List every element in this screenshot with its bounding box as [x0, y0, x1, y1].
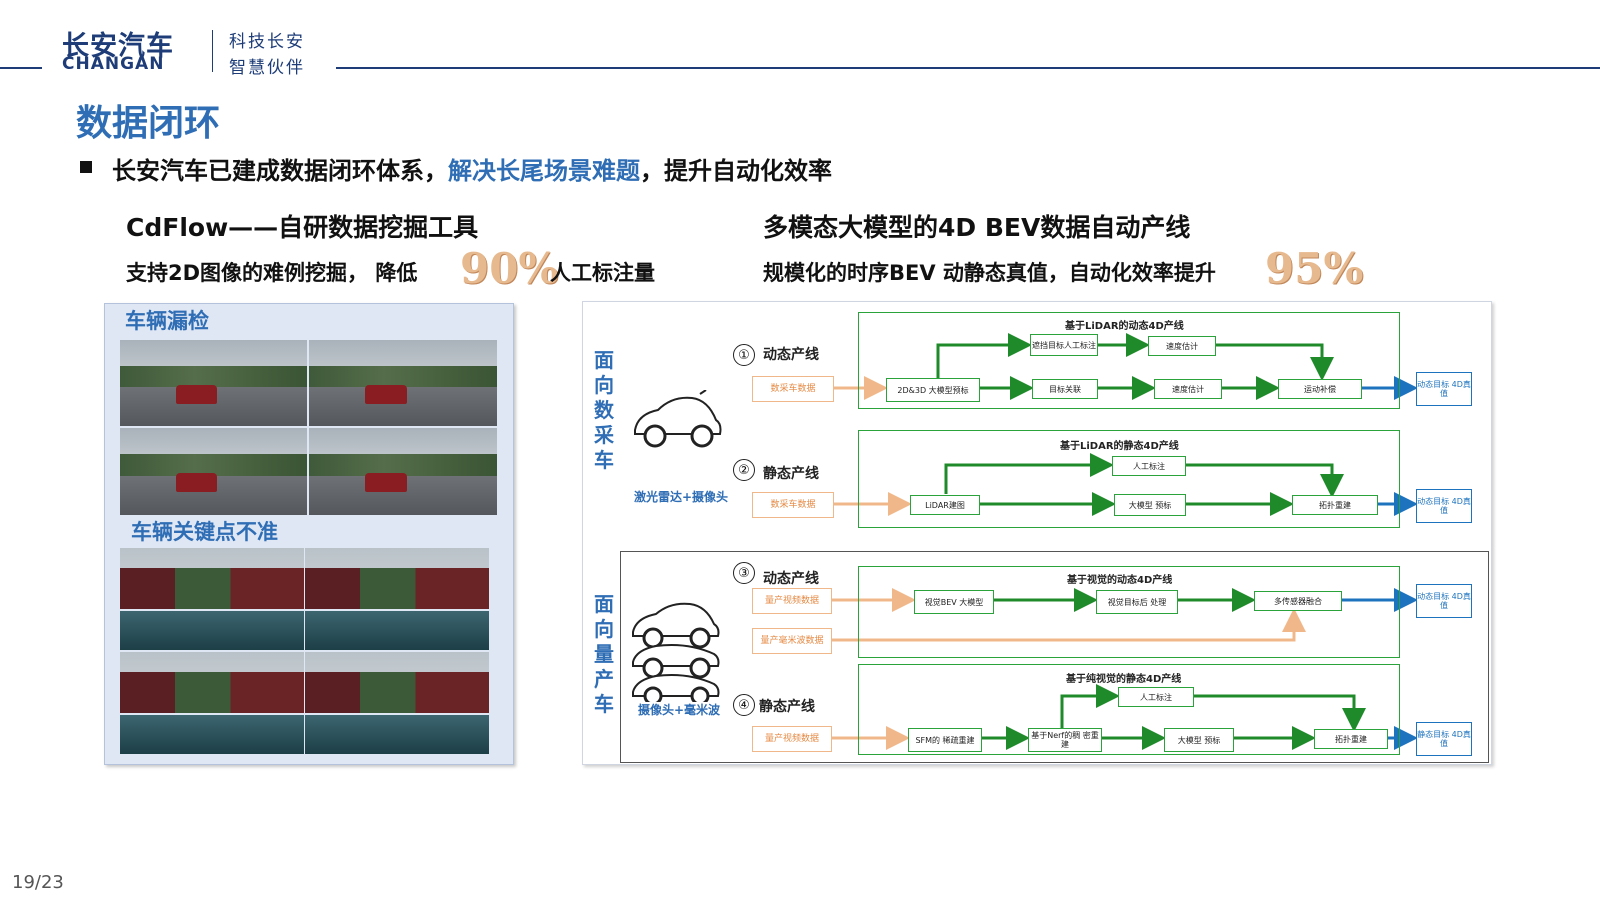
subtitle: 长安汽车已建成数据闭环体系，解决长尾场景难题，提升自动化效率: [112, 151, 832, 186]
lane4-name: 静态产线: [759, 699, 815, 715]
lane1-box: [858, 312, 1400, 409]
lane1-upper-node: 速度估计: [1148, 336, 1216, 356]
lane3-title: 基于视觉的动态4D产线: [1067, 575, 1173, 586]
road-photo: [120, 428, 307, 515]
lane2-upper-node: 人工标注: [1112, 456, 1186, 476]
lane4-output: 静态目标 4D真值: [1416, 722, 1472, 756]
lane3-node: 多传感器融合: [1254, 591, 1342, 611]
header-rule-left: [0, 67, 42, 69]
lane4-node: 基于Nerf的稠 密重建: [1028, 728, 1102, 752]
lane3-output: 动态目标 4D真值: [1416, 584, 1472, 618]
lane2-node: LiDAR建图: [910, 495, 980, 515]
lane4-number: ④: [733, 694, 755, 716]
lane3-node: 视觉BEV 大模型: [914, 590, 994, 614]
lane1-title: 基于LiDAR的动态4D产线: [1065, 321, 1184, 332]
lane4-node: 拓扑重建: [1314, 729, 1388, 749]
lane2-box: [858, 430, 1400, 528]
lane3-number: ③: [733, 562, 755, 584]
sensor-label-radar: 摄像头+毫米波: [638, 703, 721, 717]
car-stack-icon: [632, 602, 720, 702]
dashcam-photo: [305, 652, 489, 754]
road-photo: [120, 340, 307, 426]
brand-name-cn: 长安汽车: [62, 31, 174, 62]
dashcam-photo: [120, 548, 304, 650]
dashcam-photo: [120, 652, 304, 754]
bev-percent: 95%: [1265, 244, 1364, 293]
lane1-node: 2D&3D 大模型预标: [886, 378, 980, 402]
lane3-name: 动态产线: [763, 571, 819, 587]
lane3-box: [858, 566, 1400, 658]
bev-heading: 多模态大模型的4D BEV数据自动产线: [763, 213, 1191, 242]
subtitle-highlight: 解决长尾场景难题: [448, 157, 640, 185]
lane2-title: 基于LiDAR的静态4D产线: [1060, 441, 1179, 452]
lane4-node: SFM的 稀疏重建: [908, 728, 982, 752]
lane1-upper-node: 遮挡目标人工标注: [1030, 334, 1098, 356]
lane4-input: 量产视频数据: [752, 726, 832, 752]
page-number: 19/23: [12, 872, 64, 893]
lane1-output: 动态目标 4D真值: [1416, 372, 1472, 406]
cdflow-heading: CdFlow——自研数据挖掘工具: [126, 213, 479, 242]
slogan-line2: 智慧伙伴: [229, 58, 305, 78]
brand-name-en: CHANGAN: [62, 54, 165, 74]
lane4-node: 大模型 预标: [1164, 728, 1234, 752]
lane2-node: 大模型 预标: [1114, 494, 1186, 516]
header-rule-right: [336, 67, 1600, 69]
lane3-input2: 量产毫米波数据: [752, 628, 832, 654]
page-title: 数据闭环: [76, 103, 221, 144]
sensor-label-lidar: 激光雷达+摄像头: [634, 490, 729, 504]
brand-divider: [212, 30, 213, 72]
road-photo: [309, 340, 497, 426]
lane2-name: 静态产线: [763, 466, 819, 482]
slogan-line1: 科技长安: [229, 32, 305, 52]
lane4-upper-node: 人工标注: [1118, 687, 1194, 707]
production-car-box: [620, 551, 1489, 763]
panel-label-missed: 车辆漏检: [125, 309, 209, 333]
lane1-node: 运动补偿: [1278, 379, 1362, 399]
lane1-input: 数采车数据: [752, 376, 834, 402]
subtitle-part2: ，提升自动化效率: [640, 157, 832, 185]
road-photo: [309, 428, 497, 515]
cdflow-desc-after: 人工标注量: [550, 261, 655, 285]
dashcam-photo: [305, 548, 489, 650]
car-icon: [634, 390, 722, 448]
lane2-number: ②: [733, 459, 755, 481]
lane1-node: 速度估计: [1154, 379, 1222, 399]
subtitle-part1: 长安汽车已建成数据闭环体系，: [112, 157, 448, 185]
lane2-node: 拓扑重建: [1292, 495, 1378, 515]
lane3-node: 视觉目标后 处理: [1096, 590, 1178, 614]
lane1-number: ①: [733, 344, 755, 366]
miss-detection-panel: 车辆漏检 车辆关键点不准: [104, 303, 514, 765]
lane1-node: 目标关联: [1032, 379, 1098, 399]
pipeline-diagram: [582, 301, 1492, 765]
panel-label-keypoint: 车辆关键点不准: [131, 520, 278, 544]
lane2-output: 动态目标 4D真值: [1416, 489, 1472, 523]
bev-desc: 规模化的时序BEV 动静态真值，自动化效率提升: [763, 261, 1216, 285]
cdflow-desc-before: 支持2D图像的难例挖掘， 降低: [126, 261, 418, 285]
lane2-input: 数采车数据: [752, 492, 834, 518]
group-label-production: 面向量产车: [594, 592, 614, 716]
cdflow-percent: 90%: [460, 244, 559, 293]
group-label-collection: 面向数采车: [594, 348, 614, 472]
bullet-icon: [80, 161, 92, 173]
lane3-input: 量产视频数据: [752, 588, 832, 614]
lane1-name: 动态产线: [763, 347, 819, 363]
lane4-box: [858, 664, 1400, 755]
lane4-title: 基于纯视觉的静态4D产线: [1066, 674, 1182, 685]
